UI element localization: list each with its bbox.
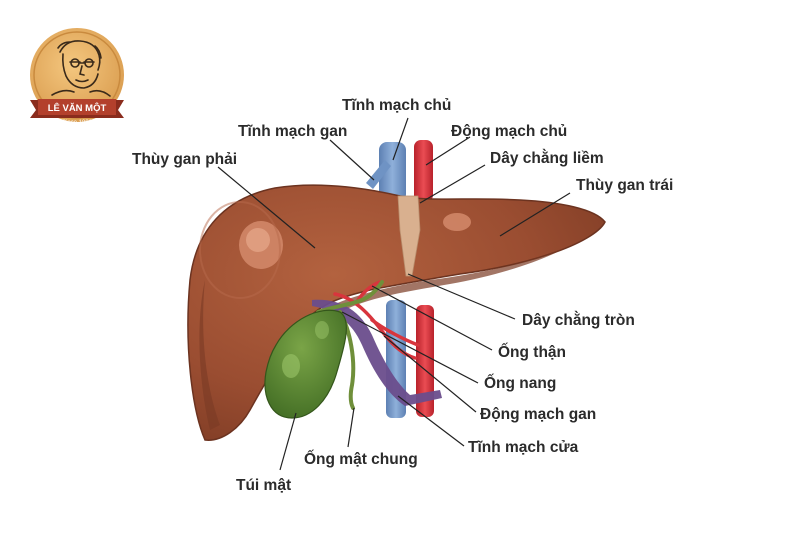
label-tui-mat: Túi mật bbox=[236, 477, 291, 494]
aorta-upper bbox=[414, 140, 433, 202]
leader-dong-mach-chu bbox=[425, 136, 471, 166]
leader-day-chang-liem bbox=[419, 164, 486, 204]
label-ong-than: Ống thận bbox=[498, 343, 566, 361]
label-day-chang-tron: Dây chằng tròn bbox=[522, 311, 635, 329]
label-dong-mach-chu: Động mạch chủ bbox=[451, 123, 567, 140]
left-lobe-highlight bbox=[443, 213, 471, 231]
leader-tinh-mach-chu bbox=[392, 117, 409, 161]
leader-ong-nang bbox=[341, 311, 479, 384]
aorta-lower bbox=[416, 305, 434, 417]
logo-name: LÊ VĂN MỘT bbox=[48, 102, 107, 114]
labels: Tĩnh mạch chủ Tĩnh mạch gan Động mạch ch… bbox=[132, 97, 673, 494]
label-ong-mat-chung: Ống mật chung bbox=[304, 450, 418, 468]
leader-ong-than bbox=[371, 285, 493, 351]
leader-thuy-gan-trai bbox=[499, 192, 571, 237]
label-tinh-mach-cua: Tĩnh mạch cửa bbox=[468, 439, 579, 456]
label-thuy-gan-phai: Thùy gan phải bbox=[132, 151, 237, 168]
leader-tui-mat bbox=[279, 412, 297, 471]
leader-tinh-mach-gan bbox=[329, 139, 375, 181]
leader-day-chang-tron bbox=[407, 273, 516, 320]
logo-since: Since 1896 bbox=[62, 120, 93, 126]
gallbladder bbox=[264, 309, 347, 419]
bile-ducts bbox=[316, 280, 384, 410]
leader-tinh-mach-cua bbox=[397, 395, 465, 447]
portal-vein bbox=[312, 299, 442, 406]
label-day-chang-liem: Dây chằng liềm bbox=[490, 149, 604, 167]
leader-lines bbox=[217, 117, 571, 471]
label-thuy-gan-trai: Thùy gan trái bbox=[576, 177, 673, 194]
vena-cava-upper bbox=[366, 142, 406, 202]
label-ong-nang: Ống nang bbox=[484, 374, 556, 392]
brand-logo: LÊ VĂN MỘT Since 1896 bbox=[30, 28, 124, 126]
label-dong-mach-gan: Động mạch gan bbox=[480, 406, 596, 423]
leader-thuy-gan-phai bbox=[217, 166, 316, 249]
label-tinh-mach-chu: Tĩnh mạch chủ bbox=[342, 97, 451, 114]
leader-ong-mat-chung bbox=[347, 407, 355, 448]
leader-dong-mach-gan bbox=[383, 335, 477, 413]
logo-medallion bbox=[30, 28, 124, 122]
logo-portrait bbox=[51, 40, 111, 97]
label-tinh-mach-gan: Tĩnh mạch gan bbox=[238, 123, 347, 140]
